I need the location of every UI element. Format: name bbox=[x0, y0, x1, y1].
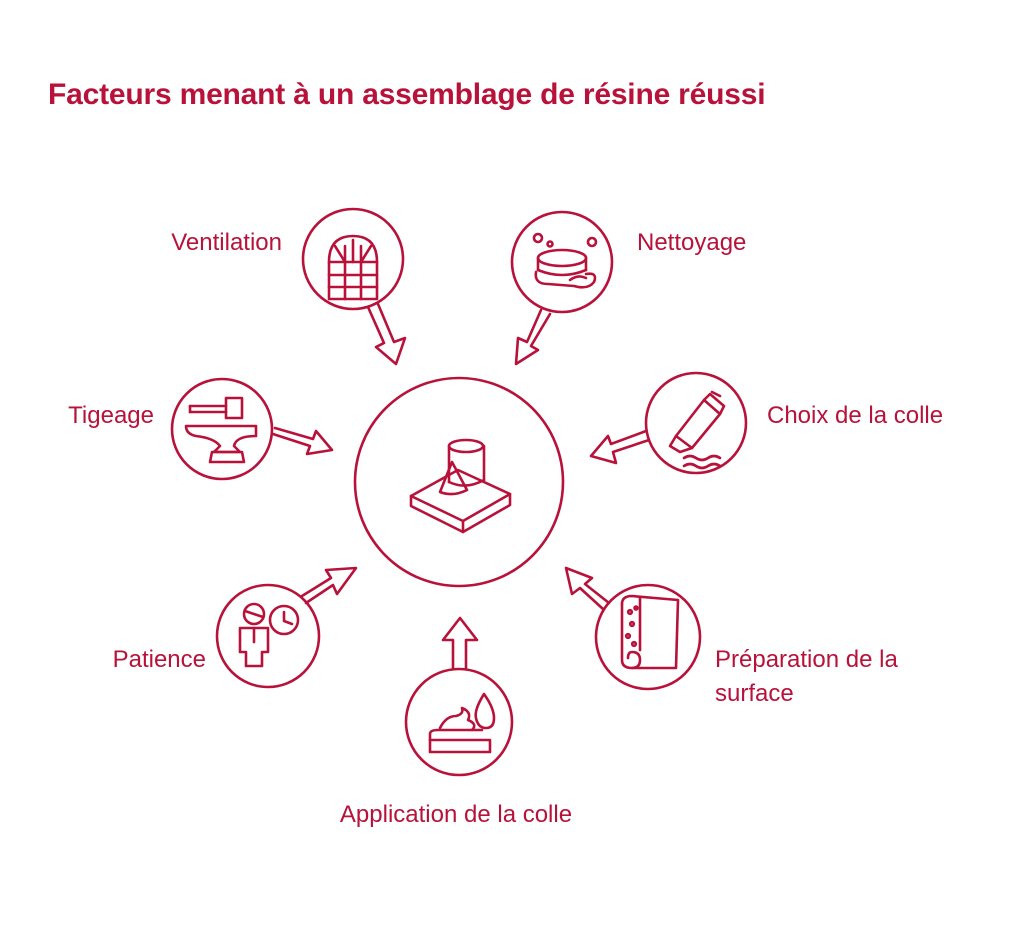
resin-assembly-icon bbox=[409, 438, 512, 534]
page-title: Facteurs menant à un assemblage de résin… bbox=[48, 78, 766, 111]
arrow-nettoyage bbox=[514, 308, 552, 366]
label-choix-colle: Choix de la colle bbox=[767, 402, 944, 429]
anvil-hammer-icon bbox=[184, 396, 258, 464]
cleaning-sponge-icon bbox=[532, 232, 598, 289]
person-clock-icon bbox=[238, 602, 300, 668]
arrow-application bbox=[441, 616, 479, 671]
arrow-preparation bbox=[564, 566, 611, 611]
sandpaper-roll-icon bbox=[620, 594, 680, 670]
arrow-tigeage bbox=[271, 426, 334, 456]
glue-drop-icon bbox=[428, 692, 496, 754]
glue-tube-icon bbox=[668, 390, 726, 470]
arrow-choix-colle bbox=[589, 429, 651, 465]
arrow-ventilation bbox=[366, 302, 407, 366]
window-icon bbox=[327, 234, 379, 301]
label-preparation: Préparation de la surface bbox=[715, 646, 898, 707]
label-nettoyage: Nettoyage bbox=[637, 229, 747, 256]
factor-node-patience bbox=[215, 566, 358, 689]
factor-node-application bbox=[404, 616, 514, 777]
factor-node-preparation bbox=[564, 566, 702, 691]
arrow-patience bbox=[300, 566, 358, 605]
label-tigeage: Tigeage bbox=[68, 402, 154, 429]
center-circle bbox=[353, 376, 565, 588]
factor-node-nettoyage bbox=[510, 210, 614, 366]
label-application: Application de la colle bbox=[339, 801, 573, 828]
factor-node-choix-colle bbox=[589, 371, 748, 475]
factor-node-ventilation bbox=[301, 207, 407, 366]
center-node bbox=[353, 376, 565, 588]
factor-node-tigeage bbox=[170, 377, 334, 481]
label-ventilation: Ventilation bbox=[171, 229, 282, 256]
label-patience: Patience bbox=[112, 646, 206, 673]
